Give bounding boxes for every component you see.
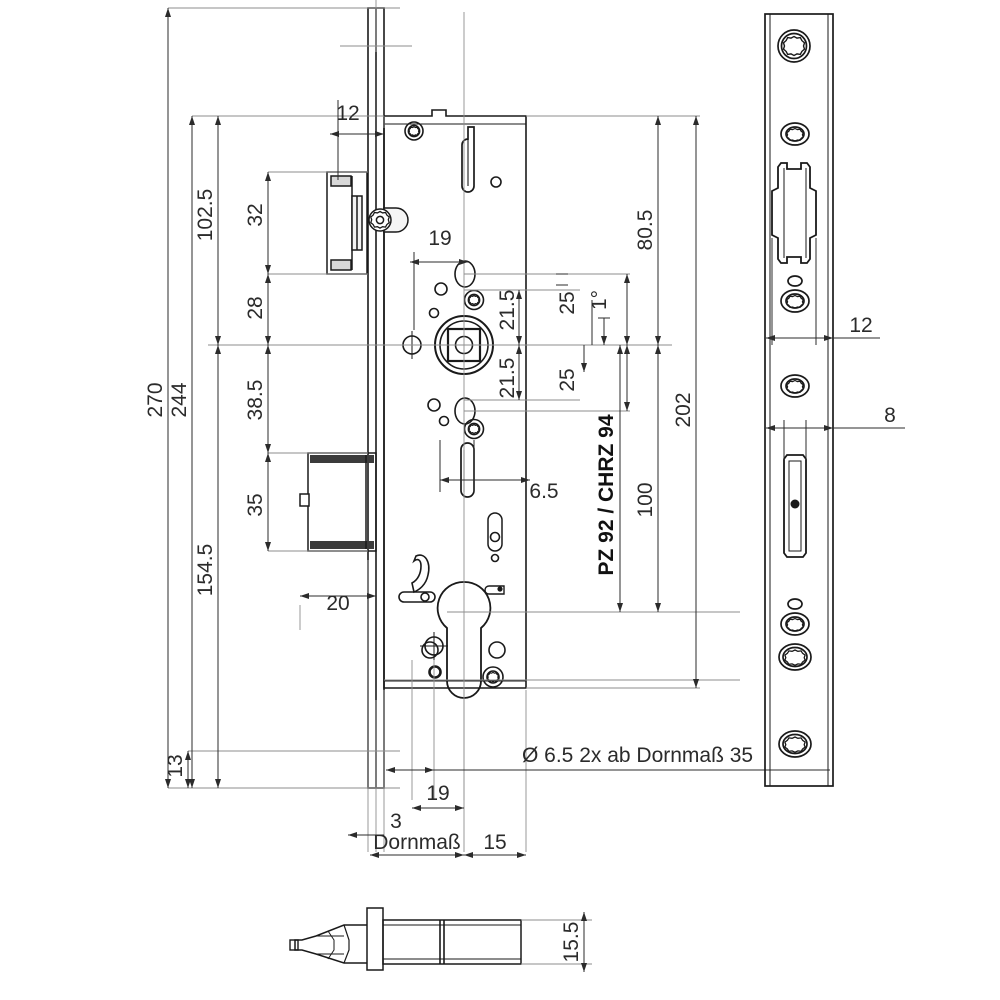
label-19-bottom: 19 bbox=[426, 782, 449, 805]
construction-lines bbox=[168, 0, 740, 852]
section-case bbox=[382, 919, 522, 965]
faceplate-outline bbox=[764, 13, 834, 787]
label-28: 28 bbox=[244, 296, 267, 319]
dimension-lines-right bbox=[617, 116, 699, 688]
label-100: 100 bbox=[634, 482, 657, 517]
section-construction bbox=[521, 919, 592, 965]
dimension-lines-bottom bbox=[348, 767, 830, 858]
faceplate-view-geometry bbox=[764, 13, 834, 787]
label-15-5: 15.5 bbox=[560, 922, 583, 963]
dim-center-stack bbox=[516, 273, 630, 411]
label-270: 270 bbox=[144, 382, 167, 417]
faceplate-dimension-lines bbox=[766, 238, 905, 460]
label-25-top: 25 bbox=[556, 291, 579, 314]
label-12: 12 bbox=[336, 102, 359, 125]
section-faceplate bbox=[366, 907, 384, 971]
dimension-labels-front: 270 244 102.5 154.5 13 32 28 38.5 35 12 … bbox=[144, 102, 753, 854]
label-202: 202 bbox=[672, 392, 695, 427]
label-154-5: 154.5 bbox=[194, 544, 217, 597]
label-35: 35 bbox=[244, 493, 267, 516]
label-32: 32 bbox=[244, 203, 267, 226]
label-38-5: 38.5 bbox=[244, 380, 267, 421]
label-6-5: 6.5 bbox=[529, 480, 558, 503]
label-20: 20 bbox=[326, 592, 349, 615]
dimension-lines-left bbox=[165, 8, 271, 788]
label-8-faceplate: 8 bbox=[884, 404, 896, 427]
label-21-5-bottom: 21.5 bbox=[496, 358, 519, 399]
label-15: 15 bbox=[483, 831, 506, 854]
roller-latch-assembly bbox=[326, 171, 409, 275]
dim-19-group bbox=[410, 252, 468, 330]
label-80-5: 80.5 bbox=[634, 210, 657, 251]
label-19: 19 bbox=[428, 227, 451, 250]
label-1-degree: 1° bbox=[588, 290, 611, 310]
label-note-hole: Ø 6.5 2x ab Dornmaß 35 bbox=[522, 744, 753, 767]
label-profile: PZ 92 / CHRZ 94 bbox=[595, 414, 618, 575]
dim-12-group bbox=[330, 60, 384, 180]
label-25-bottom: 25 bbox=[556, 368, 579, 391]
lock-case-body bbox=[383, 109, 527, 689]
label-244: 244 bbox=[168, 382, 191, 417]
label-21-5-top: 21.5 bbox=[496, 290, 519, 331]
dim-6-5-group bbox=[439, 440, 530, 492]
label-dornmass: Dornmaß bbox=[373, 831, 461, 854]
deadbolt-assembly bbox=[299, 452, 377, 552]
label-13: 13 bbox=[164, 754, 187, 777]
label-12-faceplate: 12 bbox=[849, 314, 872, 337]
section-view-geometry bbox=[289, 907, 522, 971]
faceplate-dimension-labels: 12 8 bbox=[849, 314, 896, 427]
label-3: 3 bbox=[390, 810, 402, 833]
label-102-5: 102.5 bbox=[194, 189, 217, 242]
